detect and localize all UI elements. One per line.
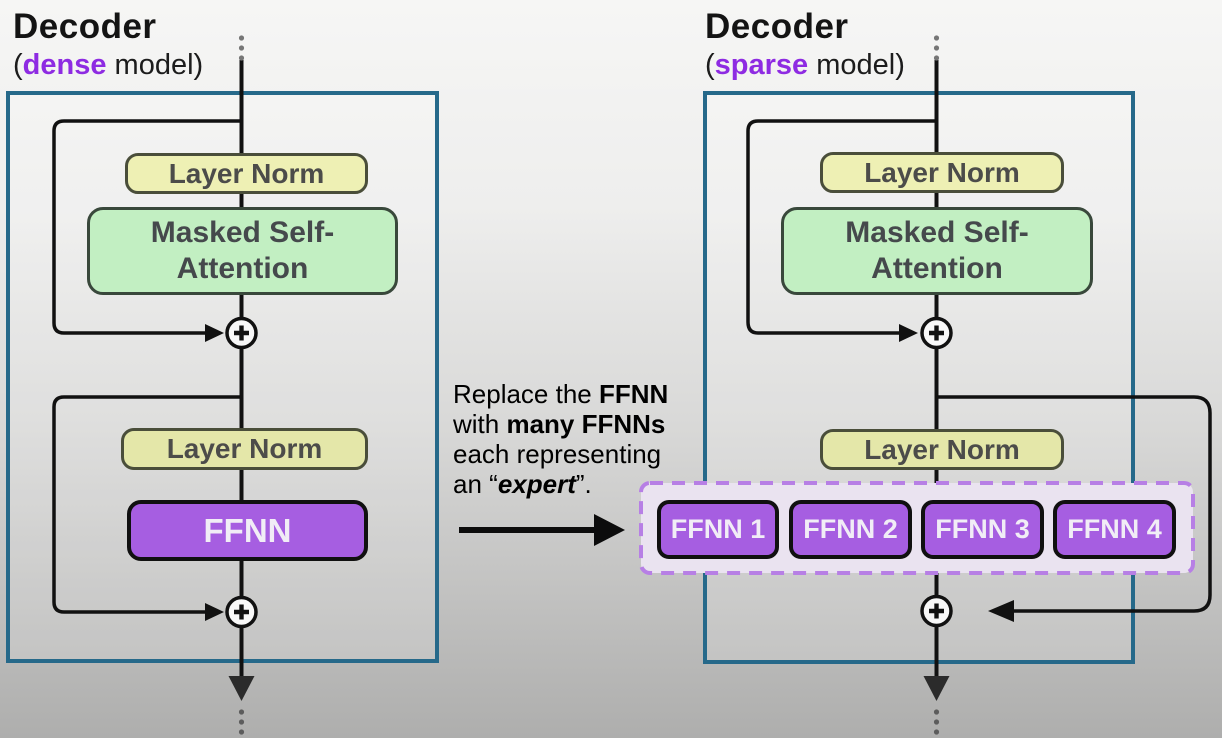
arrowhead-icon — [205, 324, 224, 342]
subtitle-open-paren: ( — [705, 49, 715, 81]
caption-line-2: with many FFNNs — [453, 409, 666, 439]
dense-input-ellipsis-icon — [238, 35, 245, 61]
expert-ffnn-2: FFNN 2 — [789, 500, 912, 559]
dense-layer-norm-bottom: Layer Norm — [121, 428, 368, 470]
attention-label-line2: Attention — [176, 252, 309, 285]
dense-ffnn-block: FFNN — [127, 500, 368, 561]
plus-icon — [234, 325, 249, 341]
sparse-skip-connection-1 — [746, 119, 937, 342]
sparse-layer-norm-top: Layer Norm — [820, 152, 1064, 193]
dense-add-node-2 — [225, 595, 258, 629]
sparse-panel-title: Decoder — [705, 7, 849, 46]
transform-caption: Replace the FFNN with many FFNNs each re… — [453, 379, 668, 499]
caption-line-3: each representing — [453, 439, 662, 469]
sparse-add-node-1 — [920, 316, 953, 350]
attention-label-line1: Masked Self- — [845, 216, 1029, 249]
subtitle-rest: model) — [106, 49, 204, 81]
arrowhead-icon — [899, 324, 918, 342]
subtitle-open-paren: ( — [13, 49, 23, 81]
sparse-highlight: sparse — [714, 49, 809, 81]
dense-output-ellipsis-icon — [238, 709, 245, 735]
plus-icon — [234, 604, 249, 620]
subtitle-rest: model) — [808, 49, 905, 81]
expert-ffnn-4: FFNN 4 — [1053, 500, 1176, 559]
plus-icon — [929, 603, 944, 619]
sparse-add-node-2 — [920, 594, 953, 628]
dense-masked-self-attention: Masked Self- Attention — [87, 207, 398, 295]
sparse-skip-connection-2 — [936, 395, 1212, 622]
arrowhead-icon — [205, 603, 224, 621]
dense-skip-connection-1 — [52, 119, 242, 342]
dense-panel-subtitle: (dense model) — [13, 49, 204, 82]
dense-skip-connection-2 — [52, 395, 242, 621]
sparse-masked-self-attention: Masked Self- Attention — [781, 207, 1093, 295]
transform-arrow — [459, 514, 625, 546]
sparse-input-ellipsis-icon — [933, 35, 940, 61]
attention-label-line2: Attention — [871, 252, 1003, 285]
sparse-panel-subtitle: (sparse model) — [705, 49, 905, 82]
arrowhead-icon — [988, 600, 1014, 622]
sparse-layer-norm-bottom: Layer Norm — [820, 429, 1064, 470]
plus-icon — [929, 325, 944, 341]
arrowhead-icon — [228, 676, 255, 701]
expert-ffnn-3: FFNN 3 — [921, 500, 1044, 559]
dense-highlight: dense — [22, 49, 107, 81]
dense-add-node-1 — [225, 316, 258, 350]
arrowhead-icon — [923, 676, 950, 701]
sparse-output-ellipsis-icon — [933, 709, 940, 735]
caption-line-4: an “expert”. — [453, 469, 592, 499]
caption-line-1: Replace the FFNN — [453, 379, 669, 409]
dense-panel-title: Decoder — [13, 7, 157, 46]
expert-ffnn-1: FFNN 1 — [657, 500, 779, 559]
attention-label-line1: Masked Self- — [150, 216, 335, 249]
arrowhead-icon — [594, 514, 625, 546]
dense-layer-norm-top: Layer Norm — [125, 153, 368, 194]
